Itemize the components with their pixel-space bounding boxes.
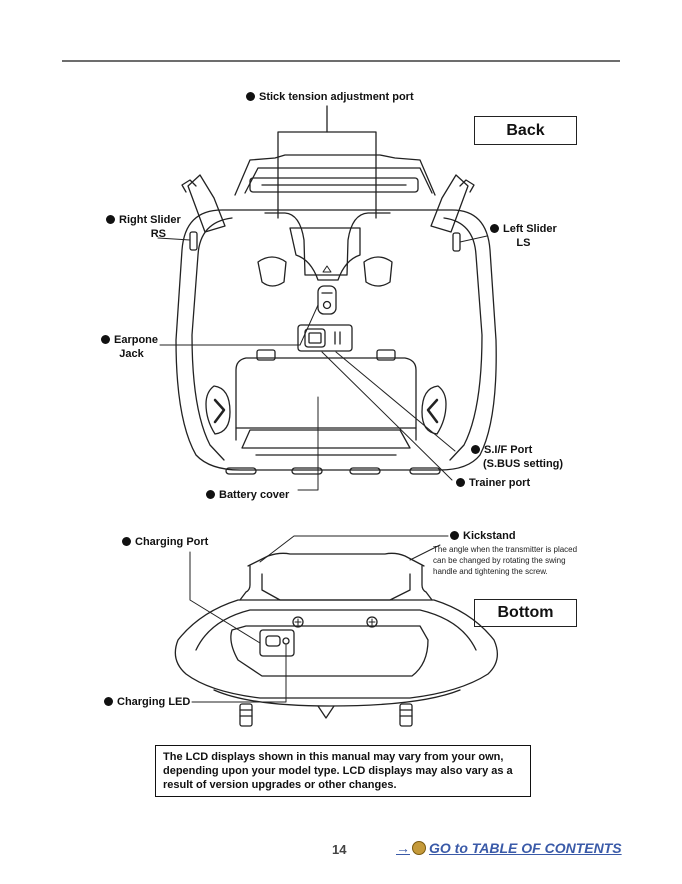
bullet-icon [104,697,113,706]
bullet-icon [206,490,215,499]
sif-port-label: S.I/F Port (S.BUS setting) [471,443,563,471]
header-rule [62,60,620,62]
trainer-port-label: Trainer port [456,476,530,490]
right-slider-label: Right Slider RS [106,213,181,241]
bullet-icon [471,445,480,454]
toc-icon [412,841,426,855]
earphone-jack-label: Earpone Jack [101,333,158,361]
kickstand-label: Kickstand [450,529,516,543]
page-number: 14 [332,842,347,857]
stick-tension-port-label: Stick tension adjustment port [246,90,414,104]
bullet-icon [490,224,499,233]
back-leader-lines [157,235,488,491]
left-slider-label: Left Slider LS [490,222,557,250]
charging-led-label: Charging LED [104,695,190,709]
kickstand-description: The angle when the transmitter is placed… [433,545,578,576]
bullet-icon [122,537,131,546]
bullet-icon [246,92,255,101]
charging-port-label: Charging Port [122,535,208,549]
battery-cover-label: Battery cover [206,488,289,502]
lcd-note-box: The LCD displays shown in this manual ma… [155,745,531,797]
toc-link-text: GO to TABLE OF CONTENTS [429,840,622,856]
bullet-icon [106,215,115,224]
bullet-icon [456,478,465,487]
back-view-title: Back [474,116,577,145]
bullet-icon [450,531,459,540]
bottom-leader-lines [189,535,449,703]
bottom-view-title: Bottom [474,599,577,627]
back-view-drawing [175,105,497,475]
bullet-icon [101,335,110,344]
arrow-icon: → [396,840,410,856]
toc-link[interactable]: → GO to TABLE OF CONTENTS [396,840,622,856]
bottom-view-drawing [174,552,499,727]
